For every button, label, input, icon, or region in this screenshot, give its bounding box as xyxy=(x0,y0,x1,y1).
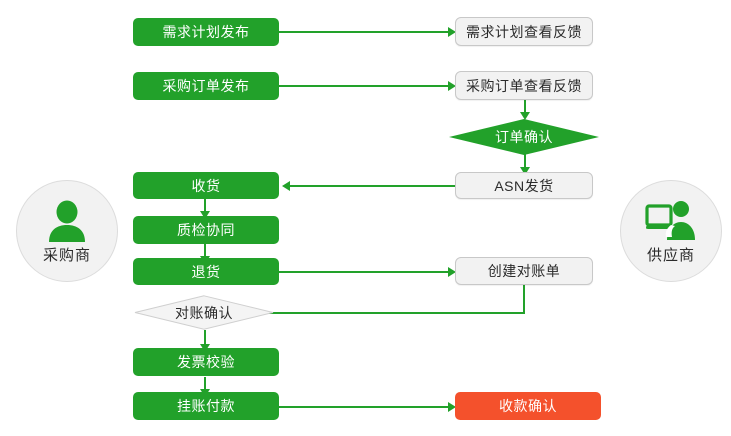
edge-demand-publish-to-feedback xyxy=(278,31,450,33)
edge-statement-confirm-to-invoice xyxy=(204,330,206,346)
edge-payment-to-receipt-confirm xyxy=(278,406,450,408)
arrowhead-po-feedback xyxy=(448,81,456,91)
node-payment-posting-label: 挂账付款 xyxy=(177,398,235,414)
edge-quality-to-return xyxy=(204,244,206,258)
node-order-confirm-label: 订单确认 xyxy=(495,129,553,145)
node-invoice-verify-label: 发票校验 xyxy=(177,354,235,370)
node-asn-ship[interactable]: ASN发货 xyxy=(455,172,593,199)
actor-buyer-label: 采购商 xyxy=(42,246,91,264)
node-receipt-confirm[interactable]: 收款确认 xyxy=(455,392,601,420)
node-statement-confirm-label: 对账确认 xyxy=(175,304,233,321)
arrowhead-demand-feedback xyxy=(448,27,456,37)
person-icon xyxy=(41,198,93,242)
node-order-confirm[interactable]: 订单确认 xyxy=(449,119,599,155)
edge-invoice-to-payment xyxy=(204,377,206,391)
edge-create-statement-down xyxy=(523,285,525,313)
edge-po-publish-to-feedback xyxy=(278,85,450,87)
node-statement-confirm[interactable]: 对账确认 xyxy=(134,295,274,330)
node-return-goods-label: 退货 xyxy=(191,263,221,280)
actor-supplier-label: 供应商 xyxy=(646,246,695,264)
node-receive-goods-label: 收货 xyxy=(191,177,221,194)
node-demand-plan-publish-label: 需求计划发布 xyxy=(162,24,250,40)
node-receive-goods[interactable]: 收货 xyxy=(133,172,279,199)
edge-return-to-create-statement xyxy=(278,271,450,273)
edge-asn-to-receive xyxy=(290,185,456,187)
node-po-feedback[interactable]: 采购订单查看反馈 xyxy=(455,71,593,100)
node-receipt-confirm-label: 收款确认 xyxy=(499,398,557,414)
edge-po-feedback-to-order-confirm xyxy=(524,99,526,115)
person-at-computer-icon xyxy=(645,198,697,242)
node-invoice-verify[interactable]: 发票校验 xyxy=(133,348,279,376)
node-demand-plan-feedback-label: 需求计划查看反馈 xyxy=(466,23,582,40)
node-demand-plan-publish[interactable]: 需求计划发布 xyxy=(133,18,279,46)
edge-receive-to-quality xyxy=(204,199,206,213)
node-quality-collab-label: 质检协同 xyxy=(177,222,235,238)
arrowhead-receipt-confirm xyxy=(448,402,456,412)
actor-supplier: 供应商 xyxy=(620,180,722,282)
node-create-statement-label: 创建对账单 xyxy=(487,263,561,279)
node-po-publish[interactable]: 采购订单发布 xyxy=(133,72,279,100)
node-create-statement[interactable]: 创建对账单 xyxy=(455,257,593,285)
arrowhead-create-statement xyxy=(448,267,456,277)
node-quality-collab[interactable]: 质检协同 xyxy=(133,216,279,244)
node-return-goods[interactable]: 退货 xyxy=(133,258,279,285)
node-payment-posting[interactable]: 挂账付款 xyxy=(133,392,279,420)
edge-order-confirm-to-asn xyxy=(524,153,526,171)
node-po-feedback-label: 采购订单查看反馈 xyxy=(466,77,582,94)
edge-create-statement-to-statement-confirm xyxy=(210,312,525,314)
node-po-publish-label: 采购订单发布 xyxy=(162,78,250,94)
arrowhead-receive xyxy=(282,181,290,191)
arrowhead-quality xyxy=(200,211,210,219)
actor-buyer: 采购商 xyxy=(16,180,118,282)
arrowhead-order-confirm xyxy=(520,112,530,120)
node-asn-ship-label: ASN发货 xyxy=(494,177,554,194)
arrowhead-asn xyxy=(520,167,530,175)
node-demand-plan-feedback[interactable]: 需求计划查看反馈 xyxy=(455,17,593,46)
